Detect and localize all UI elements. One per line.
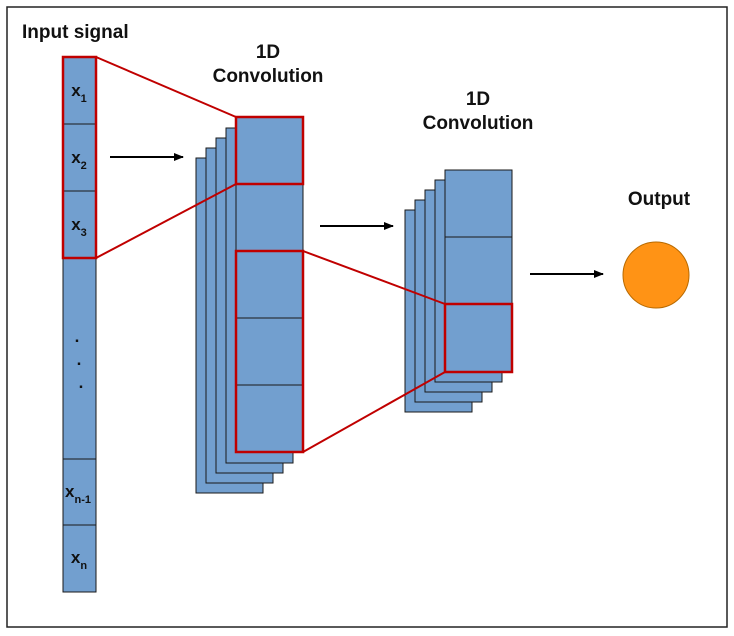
input-cell-xn: xn xyxy=(71,548,87,572)
input-cell-xn-1: xn-1 xyxy=(65,482,91,506)
conv2-feature-map-front xyxy=(444,169,513,373)
diagram-frame xyxy=(6,6,728,628)
output-node xyxy=(622,241,690,309)
conv1-title-line1: 1D xyxy=(256,42,280,63)
input-signal-title: Input signal xyxy=(22,22,129,43)
projection-line xyxy=(95,56,237,118)
conv2-output-cell-highlight xyxy=(443,302,514,374)
conv2-title-line1: 1D xyxy=(466,89,490,110)
ellipsis-dot: . xyxy=(77,350,82,369)
conv1-feature-stack xyxy=(195,115,305,494)
conv1-window-highlight xyxy=(234,249,305,454)
output-title: Output xyxy=(628,189,691,210)
conv1-feature-map-front xyxy=(235,116,304,453)
conv1-output-cell-highlight xyxy=(234,115,305,186)
conv2-title-line2: Convolution xyxy=(423,113,534,134)
input-highlight-window xyxy=(61,55,98,260)
conv1-title-line2: Convolution xyxy=(213,66,324,87)
projection-line xyxy=(302,250,446,305)
input-cell-x3: x3 xyxy=(71,215,87,239)
input-signal-column: x1 x2 x3 . . . xn-1 xn xyxy=(61,55,98,593)
projection-line xyxy=(302,371,446,453)
conv2-feature-stack xyxy=(404,169,514,413)
ellipsis-dot: . xyxy=(75,327,80,346)
input-cell-x1: x1 xyxy=(71,81,87,105)
input-cell-x2: x2 xyxy=(71,148,87,172)
input-column-body xyxy=(62,56,97,593)
ellipsis-dot: . xyxy=(79,373,84,392)
projection-line xyxy=(95,183,237,259)
